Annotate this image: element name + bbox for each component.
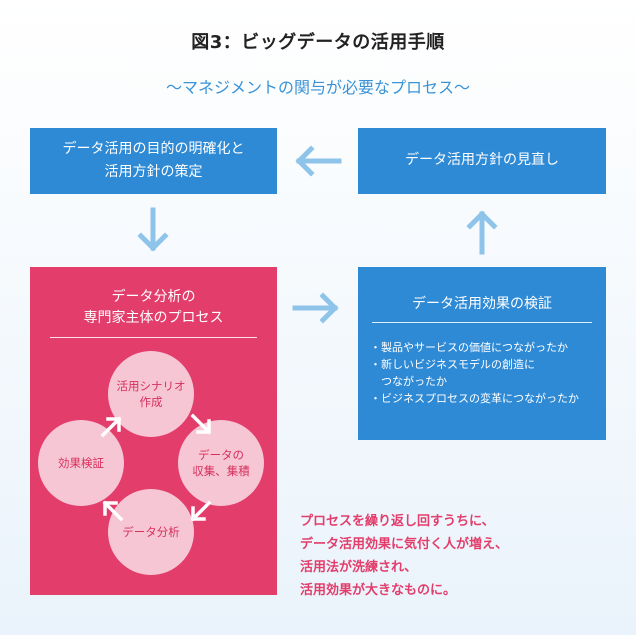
analysis-title-line1: データ分析の bbox=[111, 289, 196, 305]
list-item: ・製品やサービスの価値につながったか bbox=[370, 341, 568, 354]
arrow-up-icon bbox=[466, 210, 498, 255]
cycle-analyze-circle: データ分析 bbox=[108, 489, 194, 575]
cycle-collect-line1: データの bbox=[198, 448, 244, 462]
review-step-box: データ活用方針の見直し bbox=[358, 128, 606, 194]
cycle-collect-circle: データの 収集、集積 bbox=[178, 420, 264, 506]
cycle-arrow-down-right-icon bbox=[190, 413, 212, 435]
plan-step-line2: 活用方針の策定 bbox=[104, 164, 203, 180]
note-line: 活用効果が大きなものに。 bbox=[300, 583, 457, 598]
cycle-analyze-label: データ分析 bbox=[122, 525, 180, 539]
list-item: ・新しいビジネスモデルの創造に bbox=[370, 358, 535, 371]
list-item: ・ビジネスプロセスの変革につながったか bbox=[370, 392, 579, 405]
note-line: プロセスを繰り返し回すうちに、 bbox=[300, 514, 495, 529]
arrow-right-icon bbox=[292, 292, 339, 324]
plan-step-line1: データ活用の目的の明確化と bbox=[62, 140, 245, 157]
cycle-verify-label: 効果検証 bbox=[58, 456, 104, 470]
plan-step-box: データ活用の目的の明確化と 活用方針の策定 bbox=[30, 128, 277, 194]
note-line: データ活用効果に気付く人が増え、 bbox=[300, 537, 509, 552]
verify-step-title: データ活用効果の検証 bbox=[412, 296, 552, 312]
cycle-scenario-line2: 作成 bbox=[139, 395, 163, 409]
arrow-down-icon bbox=[137, 207, 169, 252]
note-line: 活用法が洗練され、 bbox=[300, 560, 418, 575]
cycle-arrow-up-right-icon bbox=[100, 416, 122, 438]
review-step-label: データ活用方針の見直し bbox=[405, 152, 559, 169]
cycle-scenario-line1: 活用シナリオ bbox=[116, 379, 186, 393]
list-item: つながったか bbox=[370, 375, 447, 388]
divider bbox=[50, 337, 257, 338]
cycle-arrow-up-left-icon bbox=[102, 500, 124, 522]
cycle-scenario-circle: 活用シナリオ 作成 bbox=[108, 351, 194, 437]
verify-checklist: ・製品やサービスの価値につながったか ・新しいビジネスモデルの創造に つながった… bbox=[370, 339, 602, 407]
analysis-process-title: データ分析の 専門家主体のプロセス bbox=[30, 287, 277, 329]
page-subtitle: 〜マネジメントの関与が必要なプロセス〜 bbox=[165, 78, 470, 97]
cycle-verify-circle: 効果検証 bbox=[38, 420, 124, 506]
process-note: プロセスを繰り返し回すうちに、 データ活用効果に気付く人が増え、 活用法が洗練さ… bbox=[300, 510, 600, 602]
arrow-left-icon bbox=[295, 145, 342, 177]
analysis-process-box: データ分析の 専門家主体のプロセス 活用シナリオ 作成 データの 収集、集積 デ… bbox=[30, 267, 277, 595]
page-title: 図3：ビッグデータの活用手順 bbox=[191, 32, 445, 53]
divider bbox=[372, 322, 592, 323]
analysis-title-line2: 専門家主体のプロセス bbox=[83, 310, 224, 326]
cycle-arrow-down-left-icon bbox=[190, 500, 212, 522]
cycle-collect-line2: 収集、集積 bbox=[192, 464, 250, 478]
verify-step-box: データ活用効果の検証 ・製品やサービスの価値につながったか ・新しいビジネスモデ… bbox=[358, 267, 606, 440]
